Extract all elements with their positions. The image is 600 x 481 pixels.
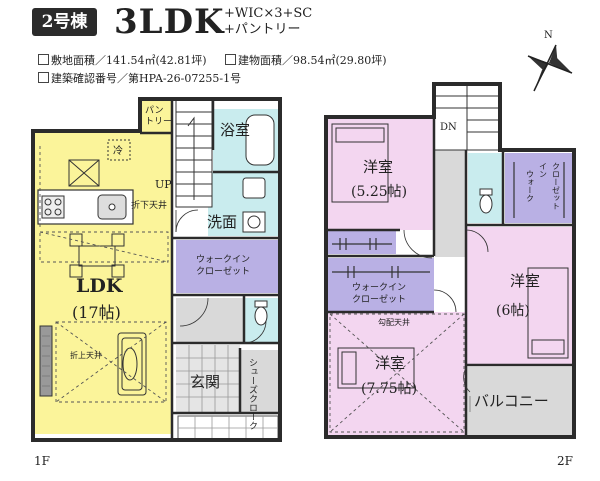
up-label: UP: [155, 178, 172, 191]
ldk-size-label: (17帖): [72, 303, 121, 322]
wic-2f-b-label-3: クローゼット: [552, 162, 561, 210]
wic-1f-label-1: ウォークイン: [196, 254, 250, 265]
pantry-label-2: トリー: [145, 117, 172, 127]
dn-label: DN: [440, 122, 457, 133]
land-area: 敷地面積／141.54㎡(42.81坪): [38, 54, 207, 68]
room-5-25-area: [326, 117, 434, 230]
floor1-plan: 冷: [31, 97, 282, 468]
pantry-label-1: パン: [145, 105, 163, 116]
wic-1f-area: [176, 240, 278, 293]
checkbox-icon: [38, 72, 49, 83]
sloped-ceiling-label: 勾配天井: [378, 317, 410, 327]
ceiling-down-label: 折下天井: [131, 199, 167, 211]
bed-icon: [527, 267, 569, 359]
land-area-label: 敷地面積: [51, 54, 95, 67]
washing-machine-icon: [242, 211, 266, 233]
dining-table-icon: [69, 233, 125, 278]
room-6-size: (6帖): [496, 303, 530, 319]
ceiling-up-label: 折上天井: [70, 350, 102, 360]
room-7-75-size: (7.75帖): [361, 381, 417, 397]
wic-2f-label-1: ウォークイン: [352, 282, 406, 293]
bathtub-icon: [245, 114, 275, 166]
wic-2f-b-area: [505, 153, 574, 223]
washroom-label: 洗面: [207, 213, 237, 231]
wic-2f-label-2: クローゼット: [352, 293, 406, 305]
refrigerator-space: [107, 139, 131, 161]
entrance-label: 玄関: [190, 373, 220, 391]
tv-board-icon: [39, 325, 53, 397]
ldk-label: LDK: [76, 275, 124, 297]
bath-label: 浴室: [220, 121, 250, 139]
floor1-label: 1F: [34, 454, 50, 468]
floor2-label: 2F: [557, 454, 573, 468]
refrigerator-label: 冷: [113, 144, 123, 157]
shoe-closet-label: シューズクローク: [247, 358, 258, 430]
building-area: 建物面積／98.54㎡(29.80坪): [225, 54, 387, 68]
building-number-badge: 2号棟: [32, 8, 97, 36]
checkbox-icon: [225, 54, 236, 65]
washbasin-icon: [242, 177, 266, 199]
toilet-2f-icon: [479, 194, 493, 214]
checkbox-icon: [38, 54, 49, 65]
land-area-value: ／141.54㎡(42.81坪): [95, 54, 207, 67]
features-line-2: +パントリー: [224, 22, 301, 37]
bed-icon: [331, 123, 389, 203]
building-area-label: 建物面積: [238, 54, 282, 67]
north-label: N: [544, 30, 553, 41]
room-6-area: [467, 227, 574, 365]
pantry-area: [140, 99, 172, 133]
stairs-2f: [433, 83, 501, 151]
stove-icon: [41, 195, 65, 219]
permit-value: ／第HPA-26-07255-1号: [117, 72, 242, 85]
compass-rose-icon: N: [527, 30, 573, 92]
wic-2f-area: [326, 258, 404, 312]
stairs-1f: [175, 99, 213, 208]
permit-number: 建築確認番号／第HPA-26-07255-1号: [38, 72, 241, 86]
wic-2f-b-label-1: ウォーク: [526, 170, 535, 202]
entrance-area: [176, 345, 240, 413]
room-6-label: 洋室: [510, 272, 540, 290]
wic-2f-b-label-2: イン: [539, 162, 548, 178]
closet-a-area: [326, 230, 396, 254]
room-5-25-size: (5.25帖): [351, 184, 407, 200]
range-hood-icon: [68, 159, 100, 187]
room-7-75-label: 洋室: [375, 354, 405, 372]
wic-1f-label-2: クローゼット: [196, 265, 250, 277]
floor2-plan: DN 洋室 (5.25帖) 洋室 (6帖) 洋室 (7.75帖) 勾配天井 ウォ…: [324, 82, 576, 468]
toilet-icon: [254, 306, 268, 326]
balcony-label: バルコニー: [474, 392, 549, 410]
shoe-closet-area: [240, 350, 278, 413]
layout-title: 3LDK: [114, 2, 225, 42]
room-5-25-label: 洋室: [363, 158, 393, 176]
storage-area: [176, 298, 244, 343]
balcony-area: [467, 367, 574, 437]
features-line-1: +WIC×3+SC: [224, 6, 313, 21]
permit-label: 建築確認番号: [51, 72, 117, 85]
bed-icon: [337, 347, 415, 389]
building-area-value: ／98.54㎡(29.80坪): [282, 54, 387, 67]
